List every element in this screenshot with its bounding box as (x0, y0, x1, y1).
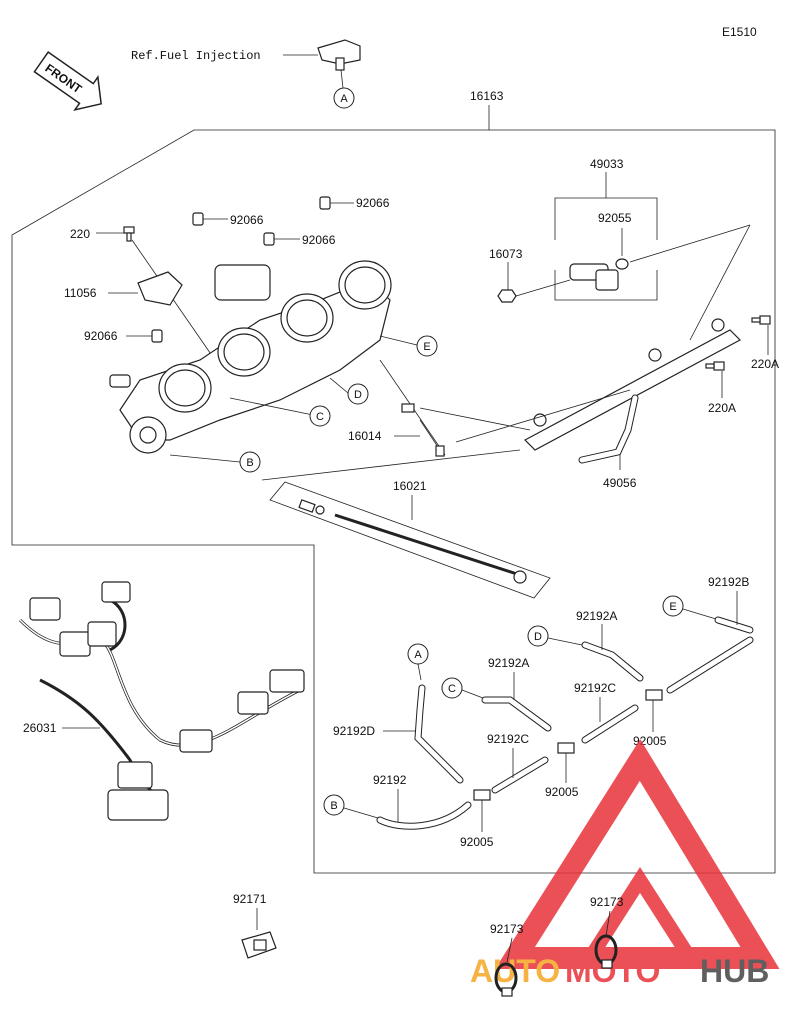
svg-text:A: A (340, 93, 348, 105)
part-label-92171: 92171 (233, 892, 267, 906)
callout-a-top: A (333, 87, 355, 109)
assembly-outline (11, 129, 776, 874)
svg-text:D: D (354, 389, 362, 401)
callout-c-hose: C (441, 677, 463, 699)
part-label-92005-mid: 92005 (545, 785, 579, 799)
part-label-92192C-lower: 92192C (487, 732, 529, 746)
hose-clamp-icon (594, 934, 618, 969)
part-label-92066-mid: 92066 (230, 213, 264, 227)
part-label-92055: 92055 (598, 211, 632, 225)
nut-icon (497, 289, 517, 303)
part-label-16163: 16163 (470, 89, 504, 103)
part-label-92173-left: 92173 (490, 922, 524, 936)
part-label-26031: 26031 (23, 721, 57, 735)
bracket-icon (137, 271, 183, 306)
cap-icon (151, 329, 163, 343)
callout-b-body: B (239, 451, 261, 473)
part-label-92192A-upper: 92192A (576, 609, 617, 623)
screw-icon (123, 226, 135, 242)
callout-a-hose: A (407, 643, 429, 665)
callout-e-hose: E (662, 595, 684, 617)
throttle-body-icon (109, 260, 392, 454)
ref-note: Ref.Fuel Injection (131, 49, 261, 63)
part-label-92005-left: 92005 (460, 835, 494, 849)
callout-d-body: D (347, 383, 369, 405)
part-label-92192C-upper: 92192C (574, 681, 616, 695)
svg-text:E: E (423, 341, 430, 353)
hose-network-icon (376, 616, 754, 830)
part-label-92192B: 92192B (708, 575, 749, 589)
injector-icon (569, 258, 629, 291)
svg-text:C: C (316, 411, 324, 423)
fuel-injection-connector-icon (317, 39, 361, 71)
cap-icon (192, 212, 204, 226)
svg-text:C: C (448, 683, 456, 695)
shaft-group-outline (269, 481, 551, 599)
wiring-harness-icon (18, 581, 305, 821)
cap-icon (263, 232, 275, 246)
callout-b-hose: B (323, 794, 345, 816)
hose-clamp-icon (494, 962, 518, 997)
part-label-92066-right: 92066 (302, 233, 336, 247)
part-label-92192A-lower: 92192A (488, 656, 529, 670)
part-label-49056: 49056 (603, 476, 637, 490)
part-label-92192: 92192 (373, 773, 407, 787)
adjust-screw-icon (401, 403, 445, 457)
shaft-icon (298, 499, 527, 584)
callout-e-body: E (416, 335, 438, 357)
part-label-16073: 16073 (489, 247, 523, 261)
fuel-rail-icon (524, 318, 741, 451)
bolt-icon (751, 315, 771, 325)
part-label-92173-right: 92173 (590, 895, 624, 909)
watermark-logo: AUTO MOTO HUB (470, 739, 780, 989)
cap-icon (319, 196, 331, 210)
part-label-92192D: 92192D (333, 724, 375, 738)
part-label-220A-lower: 220A (708, 401, 736, 415)
diagram-code: E1510 (722, 25, 757, 39)
watermark-text-hub: HUB (700, 953, 769, 989)
part-label-16021: 16021 (393, 479, 427, 493)
part-label-220A-upper: 220A (751, 357, 779, 371)
svg-text:D: D (534, 631, 542, 643)
part-label-220: 220 (70, 227, 90, 241)
callout-d-hose: D (527, 625, 549, 647)
front-arrow-icon: FRONT (33, 51, 102, 112)
part-label-92066-top: 92066 (356, 196, 390, 210)
svg-text:A: A (414, 649, 422, 661)
callout-c-body: C (309, 405, 331, 427)
svg-text:B: B (246, 457, 253, 469)
part-label-92066-left: 92066 (84, 329, 118, 343)
part-label-11056: 11056 (64, 286, 97, 300)
part-label-49033: 49033 (590, 157, 624, 171)
svg-text:B: B (330, 800, 337, 812)
svg-text:E: E (669, 601, 676, 613)
part-label-16014: 16014 (348, 429, 382, 443)
bolt-icon (705, 361, 725, 371)
clamp-icon (241, 931, 277, 959)
